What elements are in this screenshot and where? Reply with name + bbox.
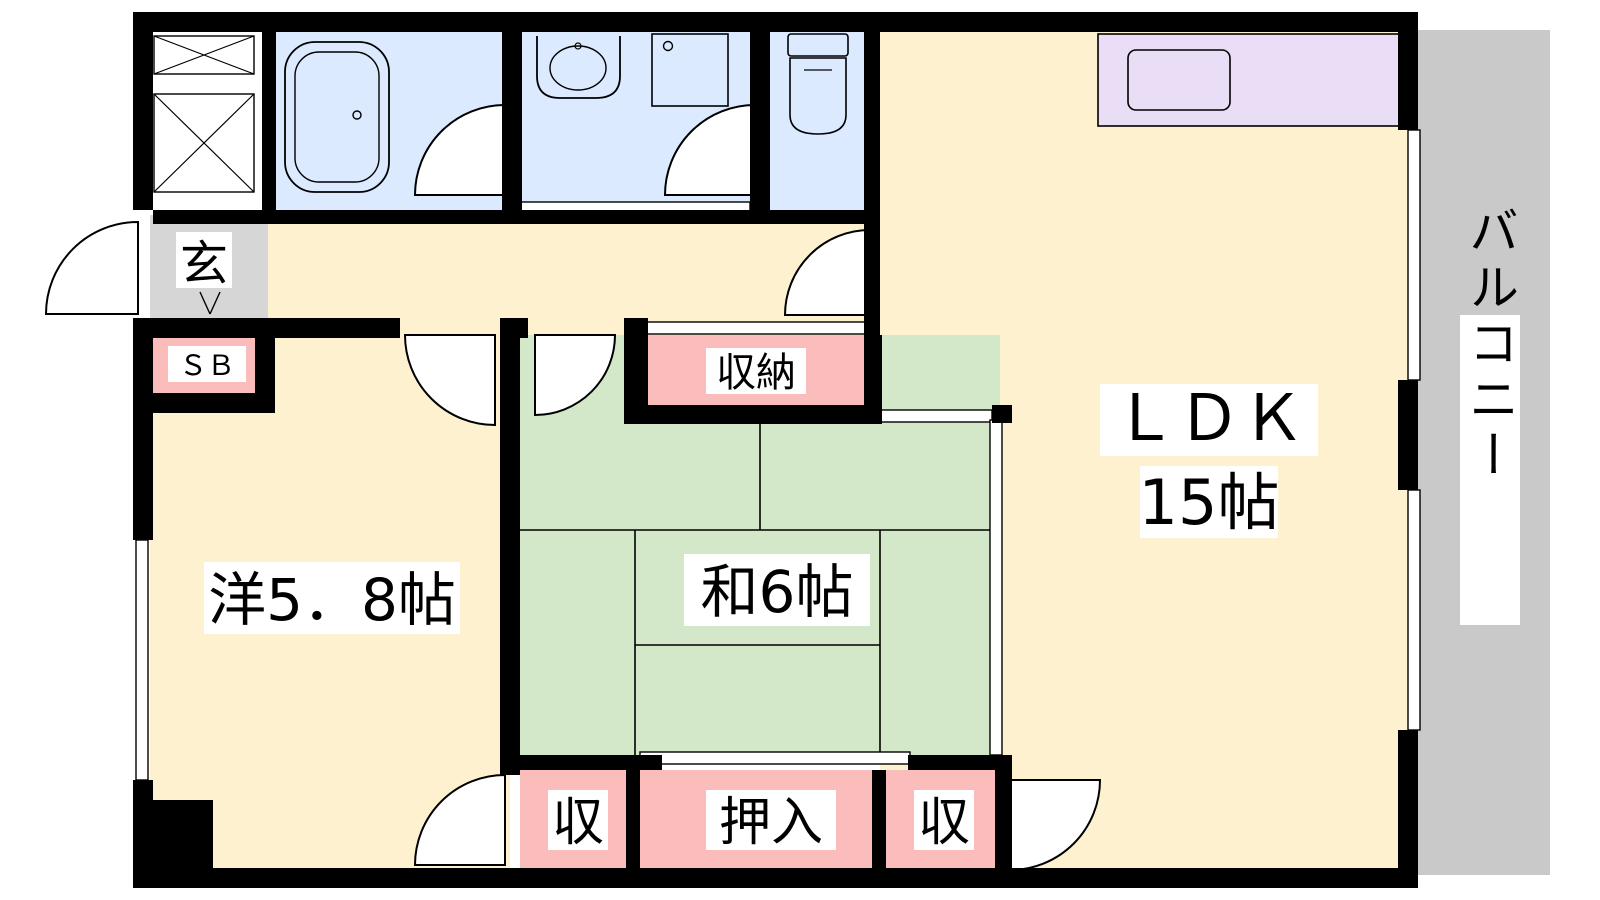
entrance-label: 玄 xyxy=(180,236,228,292)
ldk-name-label: ＬＤＫ xyxy=(1113,382,1305,456)
bathtub-icon xyxy=(284,41,390,193)
walls xyxy=(133,12,1418,888)
entrance-step xyxy=(199,291,221,315)
closet-right-label: 収 xyxy=(918,793,970,853)
japanese-room-label: 和6帖 xyxy=(701,558,854,626)
washbasin-icon xyxy=(536,36,621,99)
shaft-marks xyxy=(153,35,255,193)
washing-machine-pan-icon xyxy=(651,33,729,107)
ldk-size-label: 15帖 xyxy=(1139,466,1280,539)
western-room-label: 洋5．8帖 xyxy=(208,566,456,634)
shoebox-label: ＳＢ xyxy=(179,349,235,382)
tatami-mats xyxy=(520,420,1000,755)
storage-label: 収納 xyxy=(716,350,796,396)
kitchen-counter xyxy=(1097,33,1413,127)
closet-left-label: 収 xyxy=(552,793,604,853)
sliding-doors xyxy=(135,129,1421,781)
oshiire-label: 押入 xyxy=(719,793,823,853)
shaft-floor xyxy=(150,30,262,210)
hall-floor xyxy=(268,215,880,335)
floor-fills xyxy=(150,30,1550,875)
room-labels: ＬＤＫ 15帖 洋5．8帖 和6帖 バルコニー 玄 ＳＢ 収納 収 押入 収 xyxy=(168,205,1520,853)
kitchen-sink-icon xyxy=(1127,49,1231,111)
balcony-label: バルコニー xyxy=(1461,205,1519,485)
toilet-floor xyxy=(768,30,868,210)
swing-doors xyxy=(44,103,1102,872)
toilet-icon xyxy=(787,33,849,135)
